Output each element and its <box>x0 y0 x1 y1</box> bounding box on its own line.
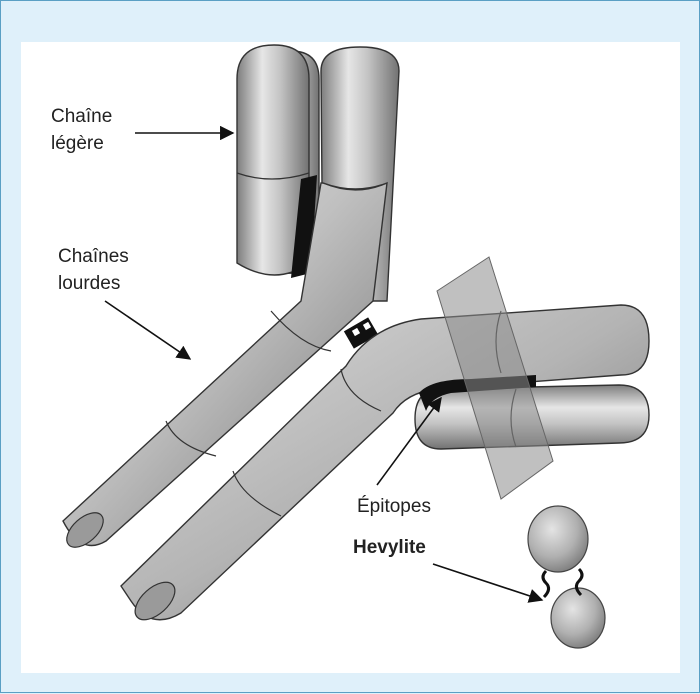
hevylite-label: Hevylite <box>353 537 426 558</box>
heavy-chain-lower-arm <box>120 304 650 621</box>
epitopes-label: Épitopes <box>357 496 431 517</box>
hinge-link <box>343 317 379 349</box>
hevylite-arrow <box>432 563 544 603</box>
light-chain <box>236 44 317 278</box>
heavy-chain-upper-body <box>62 181 388 548</box>
epitopes-arrow <box>376 396 442 486</box>
light-chain-label-line1: Chaîne <box>51 106 113 127</box>
epitope-plane <box>436 256 554 500</box>
heavy-chains-arrow <box>104 300 192 360</box>
light-chain-label-line2: légère <box>51 133 104 154</box>
hevylite-molecule <box>527 505 606 649</box>
heavy-chains-label-line2: lourdes <box>58 273 121 294</box>
heavy-chains-label-line1: Chaînes <box>58 246 129 267</box>
